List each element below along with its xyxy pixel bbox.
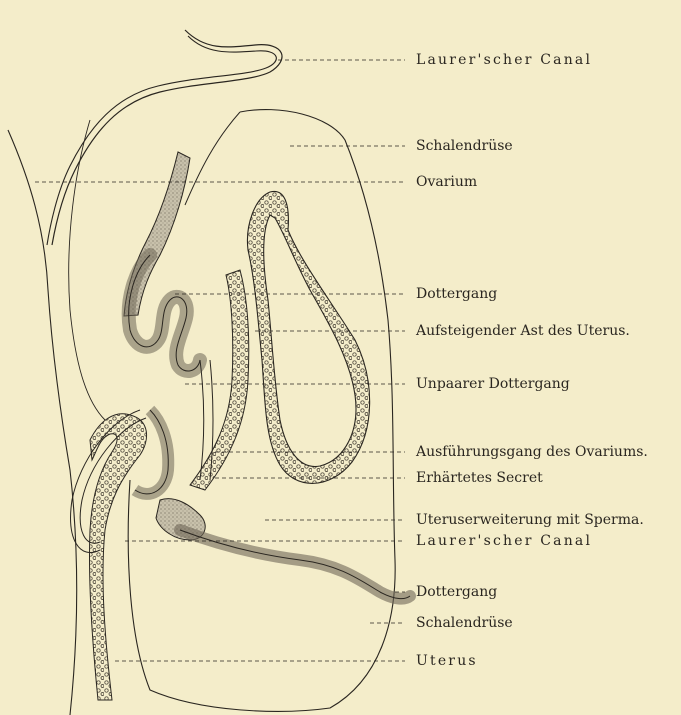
label-ovarium: Ovarium: [416, 174, 477, 190]
label-unpaarer-dottergang: Unpaarer Dottergang: [416, 376, 570, 392]
label-dottergang-bottom: Dottergang: [416, 584, 497, 600]
label-schalendruese-top: Schalendrüse: [416, 138, 513, 154]
uterus-ascending-branch: [247, 191, 369, 483]
label-uteruserweiterung: Uteruserweiterung mit Sperma.: [416, 512, 644, 528]
label-dottergang-top: Dottergang: [416, 286, 497, 302]
label-aufsteigender-ast: Aufsteigender Ast des Uterus.: [416, 323, 630, 339]
dottergang-lower: [180, 530, 410, 599]
uterus-lower: [89, 414, 146, 700]
label-uterus: Uterus: [416, 653, 478, 669]
label-ausfuehrungsgang: Ausführungsgang des Ovariums.: [416, 444, 648, 460]
uterus-descending: [190, 270, 249, 490]
label-schalendruese-bottom: Schalendrüse: [416, 615, 513, 631]
label-laurer-canal-top: Laurer'scher Canal: [416, 52, 592, 68]
label-laurer-canal-bottom: Laurer'scher Canal: [416, 533, 592, 549]
label-erhaertetes-secret: Erhärtetes Secret: [416, 470, 543, 486]
body-outline-left: [8, 130, 77, 715]
